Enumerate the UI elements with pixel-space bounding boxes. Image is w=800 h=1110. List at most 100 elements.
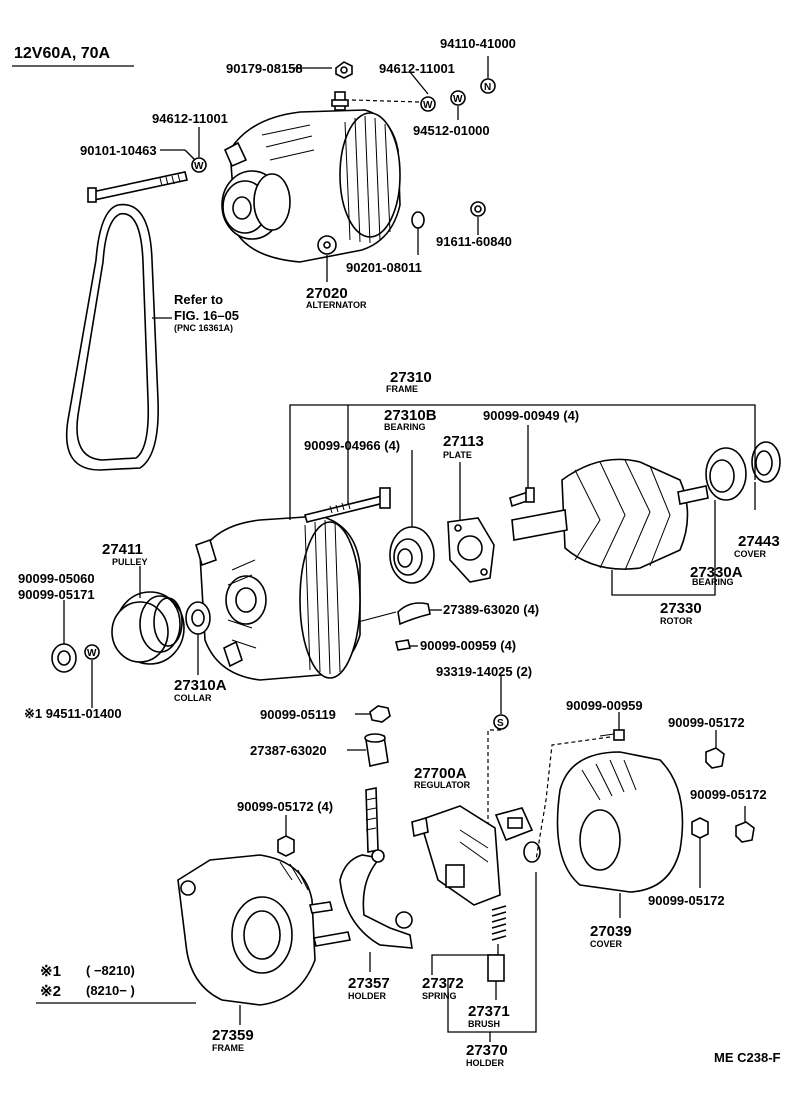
label-90201-08011: 90201-08011 xyxy=(346,260,422,275)
svg-text:S: S xyxy=(497,718,504,729)
holder-27357 xyxy=(339,787,413,949)
diagram-code: ME C238-F xyxy=(714,1050,781,1065)
washer-90201 xyxy=(411,211,425,229)
label-90099-00949: 90099-00949 (4) xyxy=(483,408,579,423)
label-27310a: 27310A xyxy=(174,677,227,694)
insulator-27389 xyxy=(397,602,431,626)
label-27039-cover: COVER xyxy=(590,939,623,949)
label-90099-00959-4: 90099-00959 (4) xyxy=(420,638,516,653)
callout-n-nut: N xyxy=(480,78,496,94)
label-27372: 27372 xyxy=(422,975,464,992)
label-27700a: 27700A xyxy=(414,765,467,782)
label-27310b: 27310B xyxy=(384,407,437,424)
label-90099-04966: 90099-04966 (4) xyxy=(304,438,400,453)
nut-90099-05172-c xyxy=(691,817,709,839)
rotor-27330 xyxy=(511,458,709,571)
refer-to-line1: Refer to xyxy=(174,292,223,307)
svg-text:N: N xyxy=(484,82,491,93)
label-27039: 27039 xyxy=(590,923,632,940)
bolt-91611 xyxy=(470,201,486,217)
label-90099-00959: 90099-00959 xyxy=(566,698,643,713)
label-27330: 27330 xyxy=(660,600,702,617)
label-27359-frame: FRAME xyxy=(212,1043,244,1053)
frame-27310-drawing xyxy=(195,515,361,681)
label-90099-05172-mid: 90099-05172 xyxy=(690,787,767,802)
label-27370-holder: HOLDER xyxy=(466,1058,505,1068)
regulator-27700a xyxy=(411,805,501,906)
screw-90099-00949 xyxy=(509,487,535,508)
note1-text: ( −8210) xyxy=(86,963,135,978)
label-94612-11001-left: 94612-11001 xyxy=(152,111,228,126)
label-94511-01400: ※1 94511-01400 xyxy=(24,706,122,721)
label-27372-spring: SPRING xyxy=(422,991,457,1001)
label-90099-05172-4: 90099-05172 (4) xyxy=(237,799,333,814)
label-27113-plate: PLATE xyxy=(443,450,472,460)
label-90101-10463: 90101-10463 xyxy=(80,143,157,158)
nut-90099-05060 xyxy=(51,643,77,673)
svg-text:W: W xyxy=(423,100,433,111)
label-27310a-collar: COLLAR xyxy=(174,693,212,703)
bearing-27310b xyxy=(389,526,435,584)
label-90099-05172-top: 90099-05172 xyxy=(668,715,745,730)
frame-27359 xyxy=(177,854,351,1006)
label-27411: 27411 xyxy=(102,541,143,558)
nut-90179 xyxy=(335,61,353,79)
callout-s-screw: S xyxy=(493,714,509,730)
label-27700a-regulator: REGULATOR xyxy=(414,780,471,790)
cover-27443 xyxy=(751,441,781,483)
label-27357: 27357 xyxy=(348,975,390,992)
label-27370: 27370 xyxy=(466,1042,508,1059)
bolt-90101 xyxy=(87,171,188,203)
callout-w-washer-top: W xyxy=(420,96,436,112)
note1-mark: ※1 xyxy=(40,963,61,980)
bolt-90099-04966 xyxy=(304,487,391,523)
label-90099-05171: 90099-05171 xyxy=(18,587,95,602)
label-27020: 27020 xyxy=(306,285,348,302)
note2-mark: ※2 xyxy=(40,983,61,1000)
label-27310b-bearing: BEARING xyxy=(384,422,426,432)
svg-text:W: W xyxy=(194,161,204,172)
label-90099-05060: 90099-05060 xyxy=(18,571,95,586)
svg-text:W: W xyxy=(453,94,463,105)
diagram-title: 12V60A, 70A xyxy=(14,45,111,62)
label-27443: 27443 xyxy=(738,533,780,550)
label-94612-11001-right: 94612-11001 xyxy=(379,61,455,76)
label-90099-05172-bottom: 90099-05172 xyxy=(648,893,725,908)
brush-holder-27370 xyxy=(494,807,541,863)
v-belt xyxy=(66,203,159,471)
label-90179-08158: 90179-08158 xyxy=(226,61,303,76)
label-27330a-bearing: BEARING xyxy=(692,577,734,587)
svg-text:W: W xyxy=(87,648,97,659)
plate-27113 xyxy=(447,517,495,583)
label-27359: 27359 xyxy=(212,1027,254,1044)
label-27443-cover: COVER xyxy=(734,549,767,559)
alternator-assembly-drawing xyxy=(221,91,421,263)
label-27330a: 27330A xyxy=(690,564,743,581)
nut-90099-05172-b xyxy=(735,821,755,843)
callout-w-washer-94511: W xyxy=(84,644,100,660)
spring-27372 xyxy=(491,905,507,941)
label-27330-rotor: ROTOR xyxy=(660,616,693,626)
cover-27039 xyxy=(556,751,684,893)
label-94512-01000: 94512-01000 xyxy=(413,123,490,138)
label-27357-holder: HOLDER xyxy=(348,991,387,1001)
screw-90099-00959 xyxy=(599,729,625,741)
label-90099-05119: 90099-05119 xyxy=(260,707,336,722)
label-93319-14025: 93319-14025 (2) xyxy=(436,664,532,679)
label-94110-41000: 94110-41000 xyxy=(440,36,516,51)
label-27371: 27371 xyxy=(468,1003,510,1020)
label-27113: 27113 xyxy=(443,433,484,450)
nut-90099-05172-a xyxy=(705,747,725,769)
screw-90099-00959-4 xyxy=(395,639,411,651)
refer-to-line3: (PNC 16361A) xyxy=(174,323,233,333)
callout-w-washer-94512: W xyxy=(450,90,466,106)
bearing-27330a xyxy=(705,447,747,501)
collar-27310a xyxy=(185,601,211,635)
label-27389-63020: 27389-63020 (4) xyxy=(443,602,539,617)
label-27387-63020: 27387-63020 xyxy=(250,743,327,758)
bushing-27387 xyxy=(364,733,389,767)
label-27310-frame: FRAME xyxy=(386,384,418,394)
nut-90099-05172-4 xyxy=(277,835,295,857)
label-27020-alternator: ALTERNATOR xyxy=(306,300,367,310)
